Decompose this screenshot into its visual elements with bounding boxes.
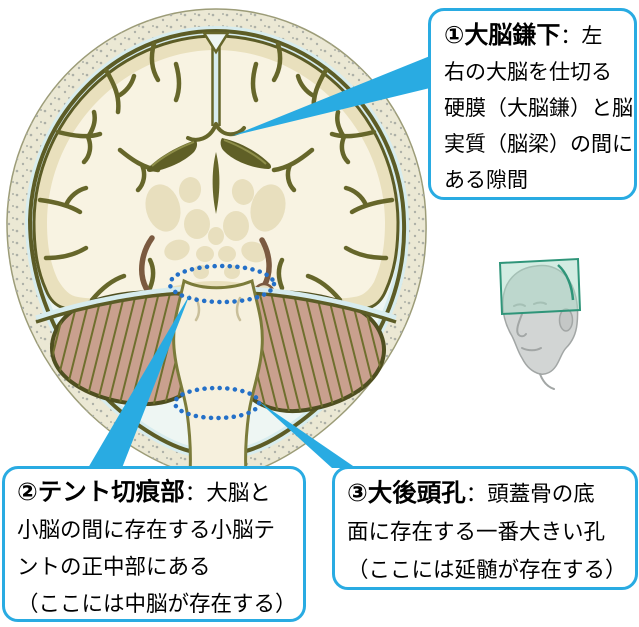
head-orientation-inset — [498, 257, 582, 390]
foramen-magnum-marker — [172, 385, 262, 421]
callout-term: ③大後頭孔 — [347, 478, 466, 507]
cerebellum — [35, 286, 397, 413]
falx-cerebri — [186, 31, 246, 142]
nose — [516, 313, 527, 338]
callout-title-line: ②テント切痕部：大脳と — [17, 477, 271, 506]
section-plane — [498, 257, 582, 316]
mouth — [521, 347, 542, 352]
section-cut-line — [557, 264, 575, 301]
tentorial-notch-marker — [167, 263, 277, 305]
ear — [558, 308, 574, 332]
brainstem — [172, 278, 264, 476]
third-ventricle — [212, 152, 220, 214]
callout-title-line: ①大脳鎌下：左 — [444, 21, 603, 49]
callout-box-tentorial-notch: ②テント切痕部：大脳と 小脳の間に存在する小脳テ ントの正中部にある （ここには… — [2, 466, 306, 622]
callout-text-line: 右の大脳を仕切る — [444, 60, 612, 84]
basal-ganglia — [145, 177, 286, 279]
callout-pointer-2 — [88, 294, 190, 468]
lateral-ventricles — [146, 138, 272, 172]
callout-text-line: （ここには中脳が存在する） — [17, 592, 297, 617]
callout-text-line: ある隙間 — [444, 168, 528, 192]
callout-term: ②テント切痕部 — [17, 477, 185, 506]
neck — [539, 373, 555, 390]
callout-text-line: 硬膜（大脳鎌）と脳 — [444, 96, 633, 120]
callout-pointer-1 — [232, 56, 430, 136]
callout-box-foramen-magnum: ③大後頭孔：頭蓋骨の底 面に存在する一番大きい孔 （ここには延髄が存在する） — [332, 466, 638, 590]
callout-text-line: 実質（脳梁）の間に — [444, 132, 633, 156]
callout-term: ①大脳鎌下 — [444, 21, 561, 49]
callout-title-line: ③大後頭孔：頭蓋骨の底 — [347, 478, 595, 507]
callout-box-subfalcine: ①大脳鎌下：左 右の大脳を仕切る 硬膜（大脳鎌）と脳 実質（脳梁）の間に ある隙… — [428, 8, 637, 200]
callout-text-line: ントの正中部にある — [17, 555, 211, 580]
callout-text-line: 面に存在する一番大きい孔 — [347, 520, 606, 545]
callout-text-line: （ここには延髄が存在する） — [347, 558, 627, 583]
callout-pointer-3 — [258, 401, 356, 468]
callout-text-line: 小脳の間に存在する小脳テ — [17, 518, 276, 543]
